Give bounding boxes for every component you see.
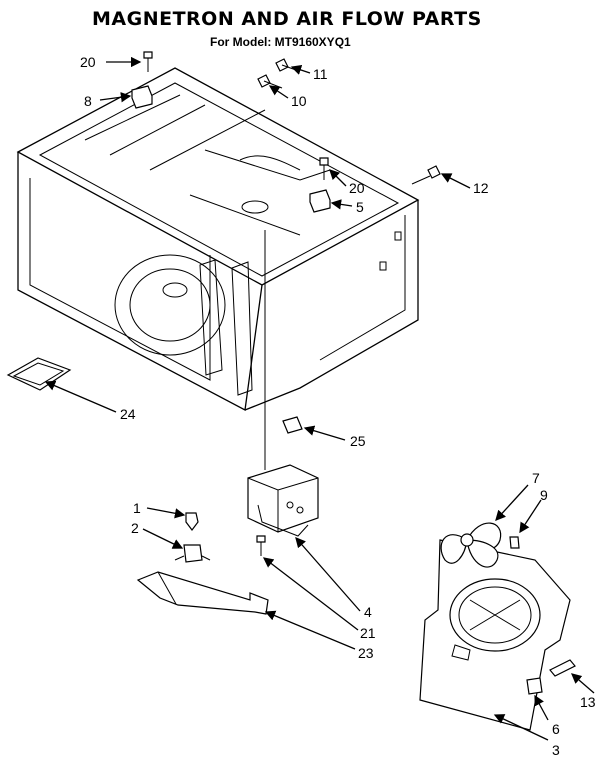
callout-3: 3 bbox=[552, 742, 560, 758]
callout-13: 13 bbox=[580, 694, 596, 710]
screw-part-12 bbox=[411, 165, 441, 185]
callout-6: 6 bbox=[552, 721, 560, 737]
bracket-part-5 bbox=[309, 189, 331, 213]
screw-part-9 bbox=[509, 536, 520, 549]
fan-blade-part-7 bbox=[440, 522, 502, 568]
callout-2: 2 bbox=[131, 520, 139, 536]
connector-part-6 bbox=[526, 677, 543, 695]
callout-20-center: 20 bbox=[349, 180, 365, 196]
callout-20-upper: 20 bbox=[80, 54, 96, 70]
callout-7: 7 bbox=[532, 470, 540, 486]
leader-lines bbox=[44, 56, 595, 741]
block-part-25 bbox=[282, 416, 303, 434]
screw-part-21 bbox=[256, 535, 266, 556]
screw-part-11 bbox=[275, 58, 297, 72]
callout-12: 12 bbox=[473, 180, 489, 196]
callout-25: 25 bbox=[350, 433, 366, 449]
model-number: For Model: MT9160XYQ1 bbox=[210, 35, 351, 49]
callout-5: 5 bbox=[356, 199, 364, 215]
diagram-title: MAGNETRON AND AIR FLOW PARTS bbox=[92, 8, 482, 30]
oven-chassis bbox=[16, 67, 420, 412]
screw-part-20-upper bbox=[143, 51, 153, 72]
callout-24: 24 bbox=[120, 406, 136, 422]
callout-labels: 20 11 8 10 20 5 12 24 25 7 9 1 2 4 21 23… bbox=[80, 54, 596, 758]
waveguide-cover-part-24 bbox=[6, 357, 72, 391]
callout-8: 8 bbox=[84, 93, 92, 109]
callout-1: 1 bbox=[133, 500, 141, 516]
callout-10: 10 bbox=[291, 93, 307, 109]
screw-part-20-center bbox=[319, 157, 329, 180]
callout-21: 21 bbox=[360, 625, 376, 641]
callout-11: 11 bbox=[313, 66, 328, 82]
callout-23: 23 bbox=[358, 645, 374, 661]
strip-part-13 bbox=[549, 659, 576, 677]
callout-9: 9 bbox=[540, 487, 548, 503]
fan-assembly-part-3 bbox=[419, 539, 571, 731]
thermal-cutout-part-1 bbox=[185, 512, 199, 531]
callout-4: 4 bbox=[364, 604, 372, 620]
magnetron-part-4 bbox=[247, 230, 319, 537]
bracket-part-8 bbox=[131, 85, 153, 109]
air-guide-part-23 bbox=[136, 571, 269, 615]
thermal-protector-part-2 bbox=[174, 544, 211, 563]
